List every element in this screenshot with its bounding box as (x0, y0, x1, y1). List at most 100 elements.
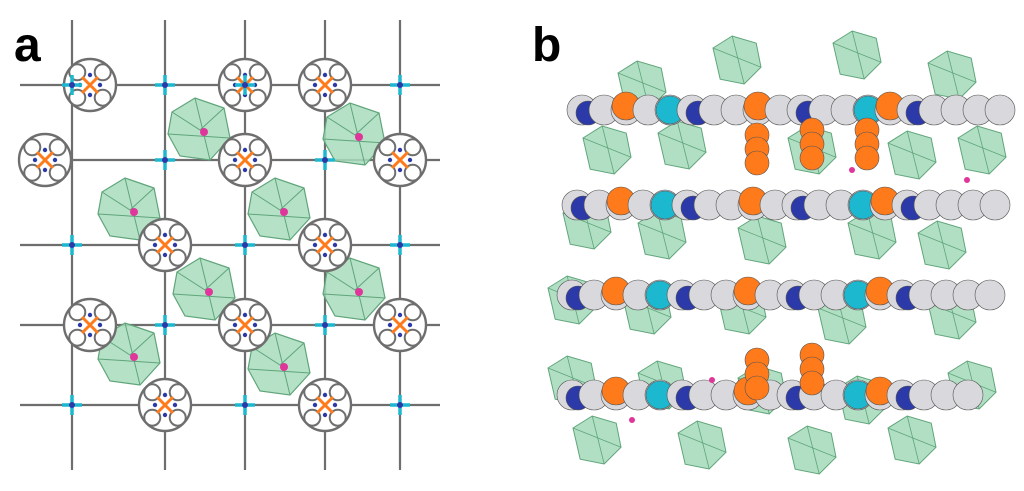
metal-node (62, 75, 82, 95)
carbon-sphere (979, 189, 1011, 221)
pyrrole-ring (93, 88, 112, 107)
pyrrole-ring (328, 383, 347, 402)
polyoxometalate-cluster (677, 420, 727, 470)
metal-node (390, 75, 410, 95)
polyhedron-edge (936, 220, 950, 270)
pyrrole-ring (93, 63, 112, 82)
polyoxometalate-cluster (247, 177, 311, 241)
nitrogen-atom (87, 332, 93, 338)
pom-center-atom (280, 363, 288, 371)
nitrogen-atom (332, 82, 338, 88)
nitrogen-atom (97, 322, 103, 328)
pyrrole-ring (303, 63, 322, 82)
metal-center-bond (315, 395, 335, 415)
nitrogen-atom (322, 252, 328, 258)
nitrogen-atom (252, 322, 258, 328)
pom-center-atom (280, 208, 288, 216)
metal-center-bond (35, 150, 55, 170)
pom-center-atom (849, 167, 855, 173)
pyrrole-ring (403, 303, 422, 322)
metal-node (390, 235, 410, 255)
nitrogen-atom (322, 392, 328, 398)
metal-node (315, 315, 335, 335)
porphyrin-unit (372, 132, 428, 188)
metal-node (155, 315, 175, 335)
polyhedron-edge (817, 307, 867, 328)
nitrogen-atom (42, 167, 48, 173)
polyoxometalate-cluster (737, 215, 787, 265)
polyoxometalate-cluster (637, 210, 687, 260)
nitrogen-atom (312, 82, 318, 88)
nitrogen-atom (97, 82, 103, 88)
polyoxometalate-cluster (582, 125, 632, 175)
node-atom (397, 402, 403, 408)
metal-node (62, 235, 82, 255)
metal-node (235, 395, 255, 415)
nitrogen-atom (242, 147, 248, 153)
nitrogen-atom (32, 157, 38, 163)
nitrogen-atom (397, 147, 403, 153)
polyoxometalate-cluster (832, 30, 882, 80)
polyoxometalate-cluster (657, 120, 707, 170)
pyrrole-ring (328, 248, 347, 267)
metal-center-bond (390, 315, 410, 335)
pyrrole-ring (68, 328, 87, 347)
metal-sphere (799, 370, 825, 396)
polyhedron-edge (737, 227, 787, 248)
pyrrole-ring (223, 163, 242, 182)
metal-sphere (744, 150, 770, 176)
pyrrole-ring (328, 88, 347, 107)
nitrogen-atom (162, 412, 168, 418)
metal-node (62, 395, 82, 415)
pyrrole-ring (328, 63, 347, 82)
polyhedron-edge (322, 293, 386, 299)
nitrogen-atom (152, 402, 158, 408)
metal-center-bond (390, 150, 410, 170)
polyhedron-edge (847, 222, 897, 243)
pyrrole-ring (68, 303, 87, 322)
pyrrole-ring (23, 163, 42, 182)
packing-layers (547, 30, 1016, 475)
pyrrole-ring (248, 63, 267, 82)
polyoxometalate-cluster (247, 332, 311, 396)
pyrrole-ring (168, 383, 187, 402)
pyrrole-ring (143, 408, 162, 427)
metal-center-bond (315, 235, 335, 255)
polyhedron-edge (251, 187, 305, 211)
panel-label-b: b (532, 19, 562, 72)
porphyrin-unit (217, 297, 273, 353)
nitrogen-atom (172, 242, 178, 248)
polyhedron-edge (637, 222, 687, 243)
nitrogen-atom (242, 312, 248, 318)
polyhedron-edge (101, 187, 155, 211)
polyoxometalate-cluster (917, 220, 967, 270)
porphyrin-unit (137, 217, 193, 273)
nitrogen-atom (252, 157, 258, 163)
nitrogen-atom (152, 242, 158, 248)
pyrrole-ring (223, 138, 242, 157)
pyrrole-ring (303, 88, 322, 107)
nitrogen-atom (387, 157, 393, 163)
framework-lattice (17, 20, 440, 470)
nitrogen-atom (397, 312, 403, 318)
pom-center-atom (130, 353, 138, 361)
polyhedron-edge (591, 415, 605, 465)
metal-node (235, 75, 255, 95)
metal-center-bond (80, 315, 100, 335)
pom-center-atom (964, 177, 970, 183)
nitrogen-atom (322, 92, 328, 98)
pyrrole-ring (143, 248, 162, 267)
polyhedron (677, 420, 727, 470)
polyhedron (927, 50, 977, 100)
polyoxometalate-cluster (167, 97, 231, 161)
nitrogen-atom (162, 232, 168, 238)
polyhedron-edge (832, 42, 882, 63)
metal-node (155, 150, 175, 170)
polyhedron-edge (171, 107, 225, 131)
node-atom (322, 157, 328, 163)
porphyrin-unit (137, 377, 193, 433)
node-atom (322, 322, 328, 328)
pyrrole-ring (68, 63, 87, 82)
pyrrole-ring (378, 328, 397, 347)
nitrogen-atom (332, 242, 338, 248)
